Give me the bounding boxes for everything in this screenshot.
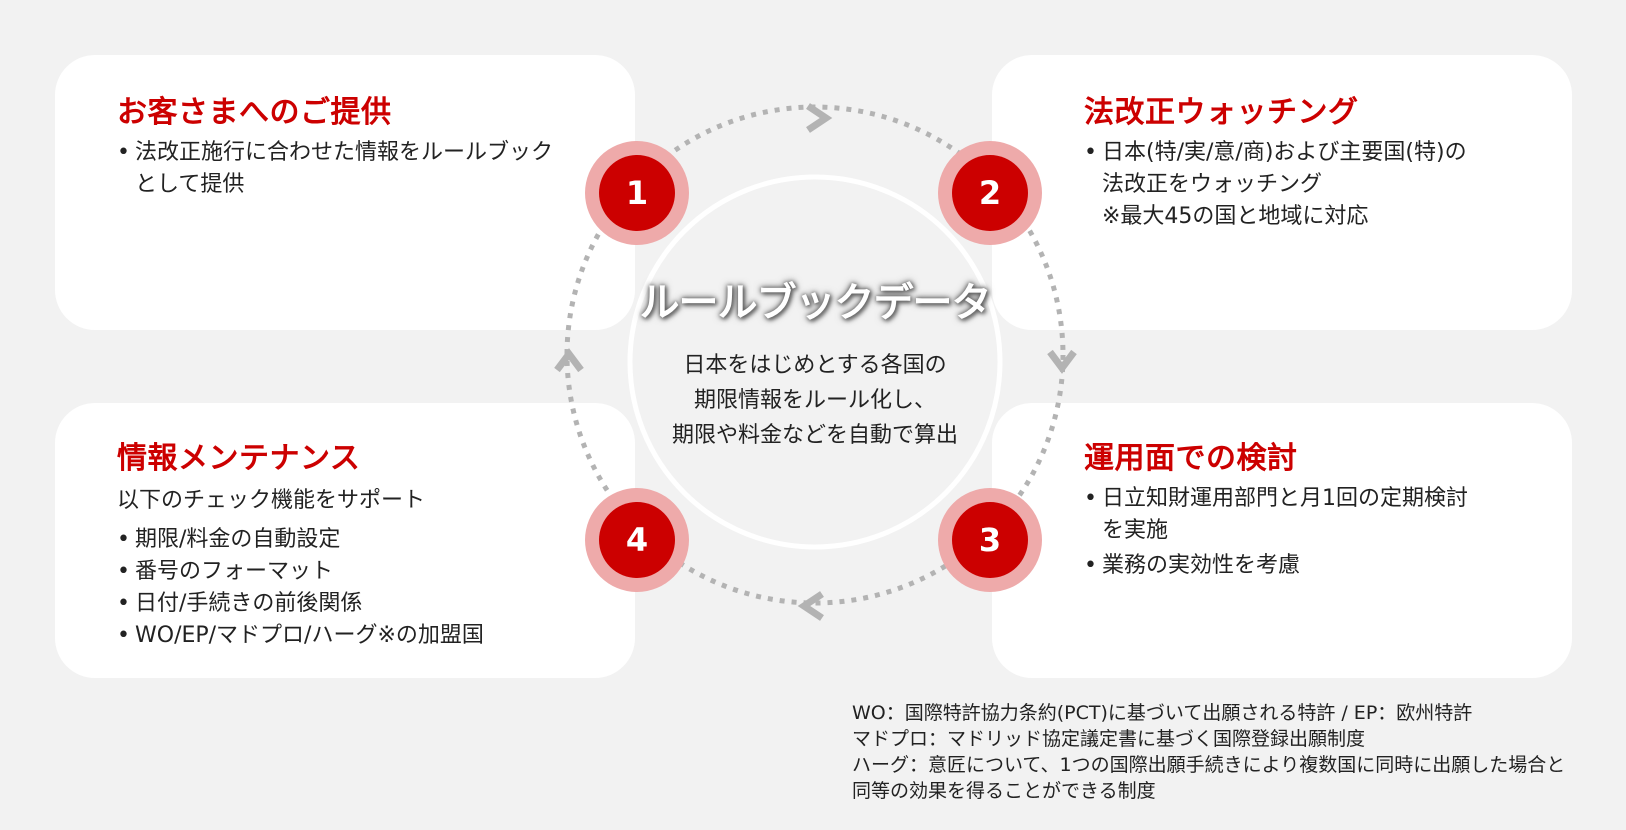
- card-title: 運用面での検討: [1084, 441, 1298, 476]
- card-customer-delivery: お客さまへのご提供 法改正施行に合わせた情報をルールブック として提供: [55, 55, 635, 330]
- list-item: WO/EP/マドプロ/ハーグ※の加盟国: [117, 620, 484, 652]
- footnotes: WO：国際特許協力条約(PCT)に基づいて出願される特許 / EP：欧州特許 マ…: [852, 700, 1565, 804]
- list-item-continuation: を実施: [1102, 518, 1169, 543]
- step-number: 4: [625, 521, 649, 559]
- card-operation-review: 運用面での検討 日立知財運用部門と月1回の定期検討 を実施 業務の実効性を考慮: [992, 403, 1572, 678]
- step-number: 1: [625, 174, 649, 212]
- list-item-continuation: として提供: [135, 172, 245, 197]
- list-item: 期限/料金の自動設定: [117, 524, 484, 556]
- card-intro: 以下のチェック機能をサポート: [117, 488, 426, 513]
- arrow-down-icon: [1047, 349, 1077, 374]
- card-body: 法改正施行に合わせた情報をルールブック として提供: [117, 137, 553, 201]
- center-line: 日本をはじめとする各国の: [683, 353, 947, 378]
- card-law-watching: 法改正ウォッチング 日本(特/実/意/商)および主要国(特)の 法改正をウォッチ…: [992, 55, 1572, 330]
- center-disc: [627, 174, 1003, 550]
- step-badge-3: [938, 488, 1042, 592]
- card-title: お客さまへのご提供: [117, 95, 392, 130]
- step-number: 2: [978, 174, 1002, 212]
- card-body: 日本(特/実/意/商)および主要国(特)の 法改正をウォッチング ※最大45の国…: [1084, 137, 1467, 233]
- list-item-note: ※最大45の国と地域に対応: [1102, 204, 1369, 229]
- card-body: 日立知財運用部門と月1回の定期検討 を実施 業務の実効性を考慮: [1084, 483, 1468, 582]
- step-badge-1: [585, 141, 689, 245]
- arrow-up-icon: [554, 348, 584, 373]
- arrow-right-icon: [806, 103, 833, 133]
- footnote: WO：国際特許協力条約(PCT)に基づいて出願される特許 / EP：欧州特許: [852, 702, 1473, 724]
- list-item: 日立知財運用部門と月1回の定期検討: [1084, 483, 1468, 515]
- center-title: ルールブックデータ: [639, 280, 992, 326]
- step-badge-2: [938, 141, 1042, 245]
- list-item: 日付/手続きの前後関係: [117, 588, 484, 620]
- list-item-continuation: 法改正をウォッチング: [1102, 172, 1323, 197]
- card-title: 情報メンテナンス: [117, 441, 361, 476]
- list-item: 法改正施行に合わせた情報をルールブック: [117, 137, 553, 169]
- center-line: 期限情報をルール化し、: [693, 388, 936, 413]
- arrow-left-icon: [797, 591, 824, 621]
- list-item: 業務の実効性を考慮: [1084, 550, 1468, 582]
- list-item: 日本(特/実/意/商)および主要国(特)の: [1084, 137, 1467, 169]
- footnote: 同等の効果を得ることができる制度: [852, 780, 1156, 802]
- card-body: 以下のチェック機能をサポート 期限/料金の自動設定 番号のフォーマット 日付/手…: [117, 485, 484, 652]
- center-line: 期限や料金などを自動で算出: [671, 423, 958, 448]
- card-title: 法改正ウォッチング: [1084, 95, 1359, 130]
- card-info-maintenance: 情報メンテナンス 以下のチェック機能をサポート 期限/料金の自動設定 番号のフォ…: [55, 403, 635, 678]
- step-badge-4: [585, 488, 689, 592]
- step-number: 3: [978, 521, 1002, 559]
- center-description: 日本をはじめとする各国の 期限情報をルール化し、 期限や料金などを自動で算出: [625, 348, 1005, 453]
- list-item: 番号のフォーマット: [117, 556, 484, 588]
- footnote: マドプロ：マドリッド協定議定書に基づく国際登録出願制度: [852, 728, 1366, 750]
- footnote: ハーグ：意匠について、1つの国際出願手続きにより複数国に同時に出願した場合と: [852, 754, 1566, 776]
